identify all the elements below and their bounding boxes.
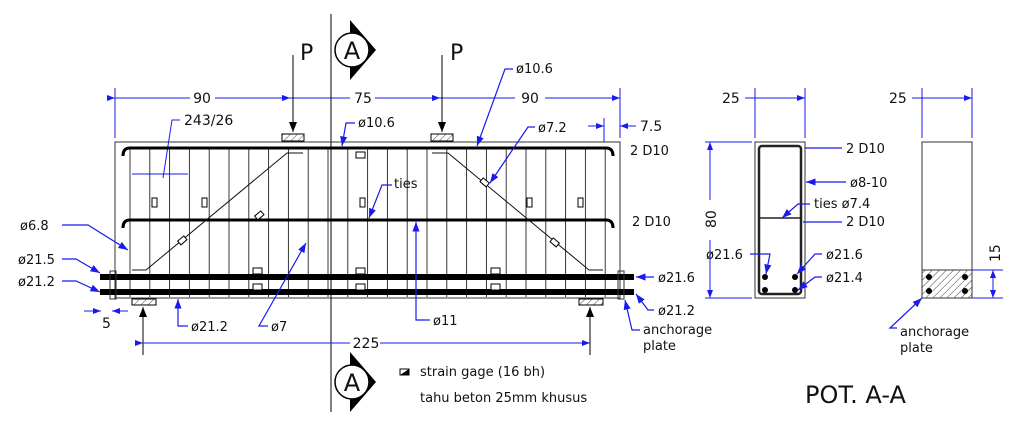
- svg-text:2 D10: 2 D10: [846, 215, 885, 230]
- svg-text:ø7.2: ø7.2: [538, 121, 567, 136]
- svg-text:ø21.6: ø21.6: [826, 248, 863, 263]
- beam-elevation: [100, 141, 634, 355]
- dim-left: 90: [193, 91, 211, 107]
- strain-gage: [176, 235, 188, 246]
- strain-gage: [526, 197, 533, 208]
- strain-gage: [252, 267, 263, 275]
- strain-gage: [479, 177, 491, 188]
- section-mark-bottom: A: [334, 352, 376, 412]
- dim-end-offset: 5: [102, 316, 111, 332]
- section-title: POT. A-A: [805, 381, 906, 409]
- dim-span: 225: [353, 336, 380, 352]
- section-mark-top: A: [334, 20, 376, 80]
- svg-text:25: 25: [722, 91, 740, 107]
- strain-gage: [252, 283, 263, 291]
- svg-text:2 D10: 2 D10: [630, 144, 669, 159]
- top-dimensions: 90 75 90 7.5 243/26: [107, 88, 662, 179]
- svg-text:ø21.5: ø21.5: [18, 253, 55, 268]
- svg-text:ø10.6: ø10.6: [516, 62, 553, 77]
- load-p-left: P: [300, 41, 313, 66]
- svg-text:ø7: ø7: [271, 320, 287, 335]
- svg-text:A: A: [344, 37, 361, 65]
- svg-text:ø21.2: ø21.2: [658, 304, 695, 319]
- svg-text:80: 80: [704, 210, 720, 228]
- strain-gage: [490, 267, 501, 275]
- plate-section: 25 15 anchorage plate: [888, 88, 1004, 356]
- svg-text:15: 15: [988, 244, 1004, 262]
- strain-gage: [253, 210, 265, 221]
- bottom-dimensions: 225 5: [84, 308, 590, 352]
- svg-text:tahu beton 25mm khusus: tahu beton 25mm khusus: [420, 391, 587, 406]
- svg-text:ø21.2: ø21.2: [191, 320, 228, 335]
- strain-gage: [490, 283, 501, 291]
- dim-cover: 7.5: [640, 119, 662, 135]
- svg-text:ø6.8: ø6.8: [20, 219, 49, 234]
- strain-gage: [549, 237, 561, 248]
- load-p-right: P: [450, 41, 463, 66]
- dim-right: 90: [521, 91, 539, 107]
- strain-gage: [359, 197, 366, 208]
- loads: P P: [281, 41, 463, 142]
- svg-text:ø8-10: ø8-10: [850, 176, 887, 191]
- strain-gage: [355, 267, 366, 275]
- svg-text:strain gage (16 bh): strain gage (16 bh): [420, 365, 545, 380]
- svg-text:ø21.6: ø21.6: [658, 271, 695, 286]
- svg-text:A: A: [344, 369, 361, 397]
- svg-text:anchorage: anchorage: [643, 323, 712, 338]
- svg-text:25: 25: [889, 91, 907, 107]
- svg-text:ø10.6: ø10.6: [358, 116, 395, 131]
- svg-text:ties: ties: [394, 177, 418, 192]
- svg-text:plate: plate: [643, 339, 676, 354]
- strain-gage: [355, 283, 366, 291]
- dim-stirrup-spacing: 243/26: [184, 113, 233, 129]
- elevation-labels: 2 D10 2 D10 ø10.6 ø10.6 ø7.2 ties ø6.8 ø…: [18, 62, 712, 354]
- strain-gage: [355, 151, 366, 159]
- svg-text:2 D10: 2 D10: [632, 215, 671, 230]
- svg-text:ø21.6: ø21.6: [706, 248, 743, 263]
- svg-text:ø21.4: ø21.4: [826, 271, 863, 286]
- svg-text:anchorage: anchorage: [900, 325, 969, 340]
- strain-gage: [151, 197, 158, 208]
- dim-middle: 75: [354, 91, 372, 107]
- strain-gage: [201, 197, 208, 208]
- svg-text:ties ø7.4: ties ø7.4: [814, 197, 870, 212]
- legend: strain gage (16 bh) tahu beton 25mm khus…: [399, 365, 587, 406]
- section-a-a: 25 80 2 D10 ø8-10 ties ø7.4 2 D10 ø21.6 …: [704, 88, 906, 409]
- svg-text:ø21.2: ø21.2: [18, 275, 55, 290]
- svg-text:ø11: ø11: [433, 314, 458, 329]
- svg-text:plate: plate: [900, 341, 933, 356]
- strain-gage: [577, 197, 584, 208]
- svg-text:2 D10: 2 D10: [846, 142, 885, 157]
